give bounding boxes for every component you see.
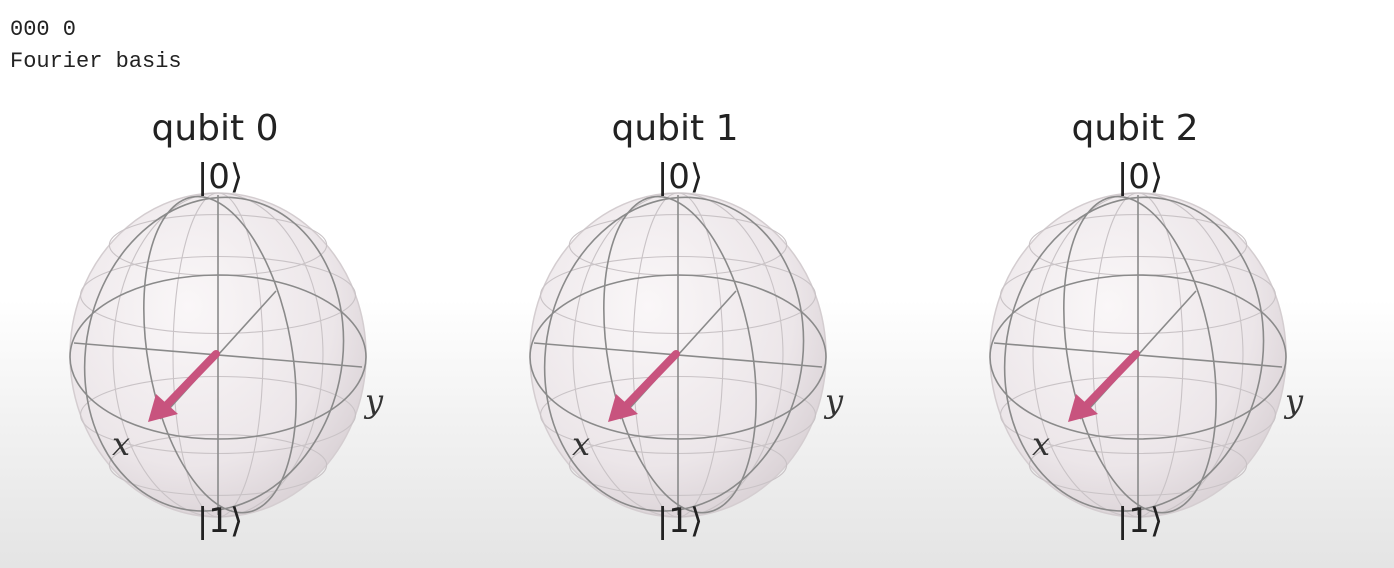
bloch-sphere-svg: qubit 1 |0⟩ |1⟩ x y xyxy=(529,108,844,541)
x-axis-label: x xyxy=(572,425,590,463)
basis-label: Fourier basis xyxy=(10,49,182,74)
meridian-circle xyxy=(1003,196,1265,512)
ket-0-label: |0⟩ xyxy=(657,157,703,197)
longitude-line xyxy=(112,192,324,518)
bloch-sphere-qubit-2: qubit 2 |0⟩ |1⟩ x y xyxy=(960,100,1320,550)
state-vector-arrow xyxy=(158,350,220,414)
state-vector-arrowhead xyxy=(1068,394,1098,422)
sphere-body xyxy=(989,192,1287,518)
ket-1-label: |1⟩ xyxy=(1117,501,1163,541)
sphere-body xyxy=(69,192,367,518)
qubit-title: qubit 2 xyxy=(1072,108,1199,149)
y-axis-label: y xyxy=(363,382,384,420)
ket-0-label: |0⟩ xyxy=(1117,157,1163,197)
state-vector-arrow xyxy=(1078,350,1140,414)
state-vector-arrowhead xyxy=(608,394,638,422)
ket-0-label: |0⟩ xyxy=(197,157,243,197)
y-axis-label: y xyxy=(1283,382,1304,420)
state-label: 000 0 xyxy=(10,17,77,42)
console-output: 000 0 Fourier basis xyxy=(10,14,182,78)
meridian-circle xyxy=(603,195,757,514)
meridian-circle xyxy=(543,196,805,512)
longitude-line xyxy=(572,192,784,518)
qubit-title: qubit 0 xyxy=(152,108,279,149)
qubit-title: qubit 1 xyxy=(612,108,739,149)
state-vector-arrowhead xyxy=(148,394,178,422)
bloch-sphere-svg: qubit 2 |0⟩ |1⟩ x y xyxy=(989,108,1304,541)
x-axis-label: x xyxy=(1032,425,1050,463)
meridian-circle xyxy=(1063,195,1217,514)
sphere-body xyxy=(529,192,827,518)
x-axis-label: x xyxy=(112,425,130,463)
meridian-circle xyxy=(143,195,297,514)
meridian-circle xyxy=(83,196,345,512)
bloch-sphere-svg: qubit 0 |0⟩ |1⟩ x y xyxy=(69,108,384,541)
bloch-sphere-qubit-0: qubit 0 |0⟩ |1⟩ x y xyxy=(40,100,400,550)
ket-1-label: |1⟩ xyxy=(657,501,703,541)
state-vector-arrow xyxy=(618,350,680,414)
ket-1-label: |1⟩ xyxy=(197,501,243,541)
longitude-line xyxy=(1032,192,1244,518)
y-axis-label: y xyxy=(823,382,844,420)
bloch-sphere-qubit-1: qubit 1 |0⟩ |1⟩ x y xyxy=(500,100,860,550)
